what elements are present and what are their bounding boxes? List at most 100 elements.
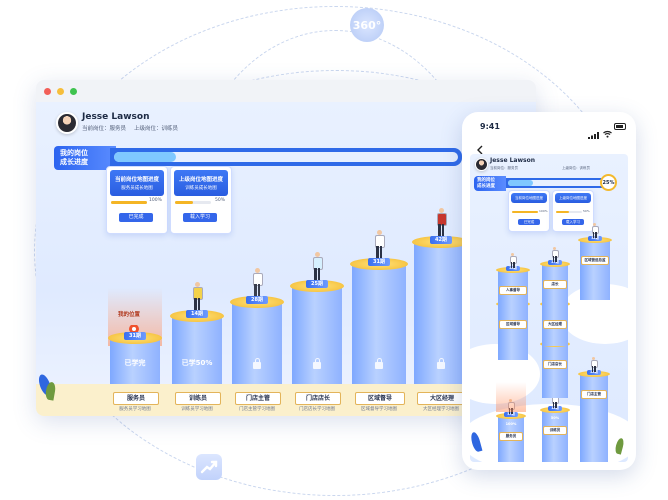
pillar-percent: 50% — [550, 416, 560, 420]
my-position-label: 我的位置 — [118, 312, 141, 318]
pillar-days-tag: 14期 — [548, 406, 562, 411]
employee-figure-icon — [552, 247, 559, 262]
role-name-box[interactable]: 服务员 — [113, 392, 159, 405]
mobile-role-name[interactable]: 门店店长 — [543, 360, 567, 369]
card-progress-bar — [175, 201, 211, 204]
mobile-current-map-card: 当前岗位地图进度 100% 已完成 — [508, 190, 550, 232]
trend-chart-icon — [196, 454, 222, 480]
window-titlebar — [36, 80, 536, 102]
card-subtitle: 服务员成长地图 — [121, 186, 153, 191]
growth-progress-label: 我的岗位 成长进度 — [54, 146, 116, 170]
upper-map-progress-card: 上级岗位地图进度 训练员成长地图 50% 载入学习 — [170, 166, 232, 234]
mobile-role-name[interactable]: 大区经理 — [543, 320, 567, 329]
mobile-role-name[interactable]: 服务员 — [499, 432, 523, 441]
mobile-upper-position: 上级岗位：训练员 — [562, 166, 590, 170]
mobile-upper-map-card: 上级岗位地图进度 50% 载入学习 — [552, 190, 594, 232]
mobile-phone: 9:41 Jesse Lawson 当前岗位：服务员 上级岗位：训练员 我的岗位… — [462, 112, 636, 470]
role-pillar[interactable]: 28期 — [230, 296, 284, 386]
card-title: 上级岗位地图进度 — [178, 177, 223, 183]
employee-figure-icon — [193, 282, 203, 312]
mobile-user-avatar — [475, 158, 488, 171]
card-progress-bar — [556, 211, 582, 213]
role-name-box[interactable]: 大区经理 — [417, 392, 467, 405]
role-name-box[interactable]: 训练员 — [175, 392, 221, 405]
role-pillar[interactable]: 42期 — [412, 236, 470, 386]
window-close-dot[interactable] — [44, 87, 51, 95]
mobile-role-pillar[interactable]: 39期 100% 服务员 — [496, 412, 526, 462]
mobile-role-name[interactable]: 店长 — [543, 280, 567, 289]
pillar-days-tag: 25期 — [306, 280, 328, 288]
wifi-icon — [603, 123, 612, 138]
role-name-box[interactable]: 区域督导 — [355, 392, 405, 405]
role-map-label: 大区经理学习地图 — [423, 407, 459, 412]
user-name: Jesse Lawson — [82, 112, 150, 122]
card-progress-bar — [512, 211, 538, 213]
pillar-days-tag: 14期 — [186, 310, 208, 318]
card-percent: 100% — [539, 209, 548, 213]
employee-figure-icon — [313, 252, 323, 282]
mobile-role-pillar[interactable]: 32期区域营运总监 — [578, 236, 612, 300]
role-map-label: 服务员学习地图 — [119, 407, 151, 412]
lock-icon — [253, 358, 261, 369]
card-percent: 100% — [149, 198, 162, 203]
growth-progress-track — [110, 148, 462, 166]
pillar-days-tag: 31期 — [124, 332, 146, 340]
card-subtitle: 训练员成长地图 — [185, 186, 217, 191]
role-pillar[interactable]: 31期已学完 — [108, 332, 162, 386]
mobile-user-name: Jesse Lawson — [490, 157, 535, 164]
mobile-progress-fill — [508, 180, 533, 186]
card-title: 当前岗位地图进度 — [515, 196, 543, 200]
mobile-role-pillar[interactable]: 14期 50% 训练员 — [540, 406, 570, 462]
employee-figure-icon — [437, 208, 447, 238]
employee-figure-icon — [591, 357, 598, 372]
mobile-role-pillar[interactable]: 28期门店主管 — [578, 370, 610, 462]
mobile-role-pillar[interactable]: 27期店长 — [540, 260, 570, 314]
pillar-days-tag: 32期 — [588, 236, 602, 241]
pillar-percent: 100% — [505, 422, 517, 426]
role-pillar[interactable]: 25期 — [290, 280, 344, 386]
mobile-role-name[interactable]: 区域督导 — [499, 320, 527, 329]
card-title: 当前岗位地图进度 — [114, 177, 159, 183]
user-avatar — [56, 112, 78, 134]
pillar-status: 已学50% — [181, 359, 213, 367]
mobile-role-name[interactable]: 门店主管 — [581, 390, 607, 399]
load-study-button[interactable]: 载入学习 — [183, 213, 217, 222]
role-pillar[interactable]: 31期 — [350, 258, 408, 386]
role-name-box[interactable]: 门店主管 — [235, 392, 281, 405]
employee-figure-icon — [375, 230, 385, 260]
mobile-role-pillar[interactable]: 25期门店店长 — [540, 340, 570, 398]
role-map-label: 门店主管学习地图 — [239, 407, 275, 412]
mobile-completed-button[interactable]: 已完成 — [518, 219, 540, 225]
pillar-days-tag: 27期 — [548, 260, 562, 265]
role-map-label: 训练员学习地图 — [181, 407, 213, 412]
employee-figure-icon — [510, 253, 517, 268]
window-minimize-dot[interactable] — [57, 87, 64, 95]
mobile-role-name[interactable]: 区域营运总监 — [581, 256, 609, 265]
mobile-current-position: 当前岗位：服务员 — [490, 166, 518, 170]
mobile-progress-label: 我的岗位 成长进度 — [474, 176, 506, 191]
mobile-role-pillar[interactable]: 31期区域督导 — [496, 300, 530, 360]
pillar-days-tag: 42期 — [430, 236, 452, 244]
pillar-days-tag: 39期 — [504, 412, 518, 417]
chevron-left-icon[interactable] — [476, 140, 484, 155]
role-pillar[interactable]: 14期已学50% — [170, 310, 224, 386]
employee-figure-icon — [592, 223, 599, 238]
role-map-label: 门店店长学习地图 — [299, 407, 335, 412]
signal-icon — [588, 124, 600, 139]
current-position: 当前岗位：服务员 — [82, 126, 127, 132]
completed-button[interactable]: 已完成 — [119, 213, 153, 222]
window-maximize-dot[interactable] — [70, 87, 77, 95]
battery-icon — [614, 123, 626, 130]
role-map-label: 区域督导学习地图 — [361, 407, 397, 412]
mobile-role-name[interactable]: 人事督导 — [499, 286, 527, 295]
pillar-days-tag: 28期 — [587, 370, 601, 375]
mobile-role-name[interactable]: 训练员 — [543, 426, 567, 435]
upper-position: 上级岗位：训练员 — [134, 126, 179, 132]
mobile-progress-percent-badge: 25% — [600, 174, 617, 191]
pillar-days-tag: 28期 — [506, 266, 520, 271]
role-name-box[interactable]: 门店店长 — [295, 392, 341, 405]
lock-icon — [437, 358, 445, 369]
mobile-load-study-button[interactable]: 载入学习 — [562, 219, 584, 225]
growth-map-scene: Jesse Lawson 当前岗位：服务员 上级岗位：训练员 我的岗位 成长进度… — [36, 102, 536, 416]
mobile-role-pillar[interactable]: 28期人事督导 — [496, 266, 530, 312]
